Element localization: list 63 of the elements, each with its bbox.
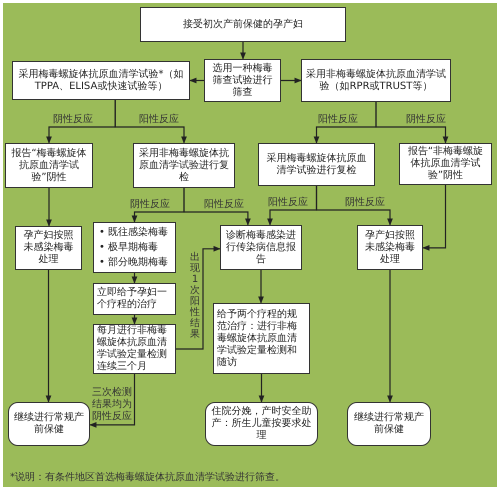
arrow (189, 78, 204, 84)
box-text: 报告“非梅毒螺旋体抗原血清学试验”阴性 (406, 146, 484, 182)
arrow (114, 100, 187, 144)
box-text: 继续进行常规产前保健 (353, 412, 425, 436)
process-box (93, 283, 176, 315)
edge-label: 阳性反应 (139, 114, 179, 126)
box-text: 给予两个疗程的规范治疗：进行非梅毒螺旋体抗原血清学试验定量检测和随访 (217, 308, 298, 368)
box-text: 孕产妇按照未感染梅毒处理 (364, 230, 416, 266)
arrow (89, 374, 136, 428)
edge-label: 阴性反应 (130, 199, 170, 211)
arrow (422, 185, 446, 251)
terminal-box (205, 402, 318, 446)
process-box (258, 143, 375, 186)
box-text: 孕产妇按照未感染梅毒处理 (22, 230, 74, 266)
box-text: 采用非梅毒螺旋体抗原血清学试验进行复检 (138, 148, 230, 184)
edge-label: 出现1次阳性结果 (190, 252, 200, 340)
footnote: *说明：有条件地区首选梅毒螺旋体抗原血清学试验进行筛查。 (10, 472, 285, 484)
box-text: 立即给予孕妇一个疗程的治疗 (97, 287, 168, 311)
arrow (281, 78, 302, 84)
arrow (258, 374, 264, 403)
box-text: 住院分娩，产时安全助产：所生儿童按要求处理 (210, 406, 312, 442)
arrow (240, 42, 246, 60)
box-text: 报告“梅毒螺旋体抗原血清学试验”阴性 (10, 148, 88, 184)
arrow (46, 270, 52, 403)
box-text: 接受初次产前保健的孕产妇 (183, 18, 303, 30)
list-item: • 部分晚期梅毒 (99, 256, 168, 270)
edge-label: 阳性反应 (204, 199, 244, 211)
arrow (258, 270, 264, 304)
edge-label: 阴性反应 (53, 114, 93, 126)
box-text: 采用梅毒螺旋体抗原血清学试验*（如TPPA、ELISA或快速试验等） (18, 68, 184, 92)
box-text: 选用一种梅毒筛查试验进行筛查 (212, 62, 274, 98)
box-text: 继续进行常规产前保健 (13, 412, 85, 436)
process-box (93, 324, 176, 374)
arrow (375, 102, 448, 144)
arrow (387, 270, 393, 403)
edge-label: 三次检测结果均为阴性反应 (92, 387, 133, 423)
box-text: 每月进行非梅毒螺旋体抗原血清学试验定量检测连续三个月 (97, 325, 168, 373)
box-text: 采用非梅毒螺旋体抗原血清学试验（如RPR或TRUST等） (305, 68, 447, 92)
list-item: • 极早期梅毒 (99, 240, 160, 255)
arrow (132, 273, 138, 284)
process-box (301, 59, 451, 102)
process-box (93, 222, 176, 273)
edge-label: 阴性反应 (345, 197, 385, 209)
arrow (132, 315, 138, 325)
list-item: • 既往感染梅毒 (99, 226, 168, 240)
edge-label: 阴性反应 (406, 114, 446, 126)
process-box (399, 143, 492, 185)
process-box (140, 7, 346, 42)
arrow (176, 246, 221, 350)
arrow (316, 186, 393, 226)
edge-label: 阳性反应 (318, 114, 358, 126)
process-box (204, 59, 281, 102)
edge-label: 阳性反应 (268, 197, 308, 209)
terminal-box (8, 402, 90, 446)
process-box (12, 61, 190, 100)
box-text: 诊断梅毒感染进行传染病信息报告 (225, 230, 297, 266)
terminal-box (347, 402, 431, 446)
process-box (357, 225, 423, 270)
arrow (46, 188, 52, 227)
arrow (183, 188, 251, 226)
process-box (15, 226, 82, 270)
box-text: 采用梅毒螺旋体抗原血清学试验进行复检 (266, 152, 368, 176)
process-box (213, 303, 310, 374)
